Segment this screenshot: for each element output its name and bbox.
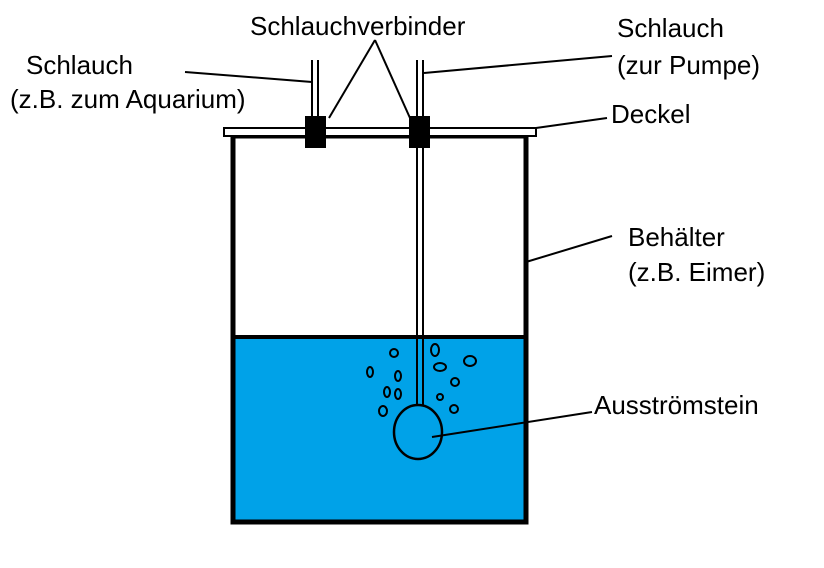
label-lid: Deckel: [611, 99, 690, 129]
label-container-2: (z.B. Eimer): [628, 257, 765, 287]
label-hose-left-1: Schlauch: [26, 50, 133, 80]
bubbles: [366, 343, 477, 417]
bubble: [433, 362, 447, 372]
bubble: [430, 343, 440, 357]
bubble: [450, 377, 460, 387]
airstone: [392, 403, 444, 461]
bubble: [436, 393, 444, 401]
hose-left: [311, 60, 319, 118]
label-hose-right-2: (zur Pumpe): [617, 50, 760, 80]
bubble: [389, 348, 399, 358]
lid: [223, 127, 537, 137]
label-hose-right-1: Schlauch: [617, 13, 724, 43]
bubble: [449, 404, 459, 414]
label-connector: Schlauchverbinder: [250, 11, 466, 41]
bubble: [394, 370, 402, 382]
label-container-1: Behälter: [628, 222, 725, 252]
label-airstone: Ausströmstein: [594, 390, 759, 420]
connector-right: [409, 116, 430, 148]
bubble: [383, 386, 391, 398]
bubble: [378, 405, 388, 417]
label-hose-left-2: (z.B. zum Aquarium): [10, 84, 246, 114]
connector-left: [305, 116, 326, 148]
bubble: [394, 388, 402, 400]
bubble: [463, 355, 477, 367]
bubble: [366, 366, 374, 378]
leader-lines: [184, 39, 613, 438]
